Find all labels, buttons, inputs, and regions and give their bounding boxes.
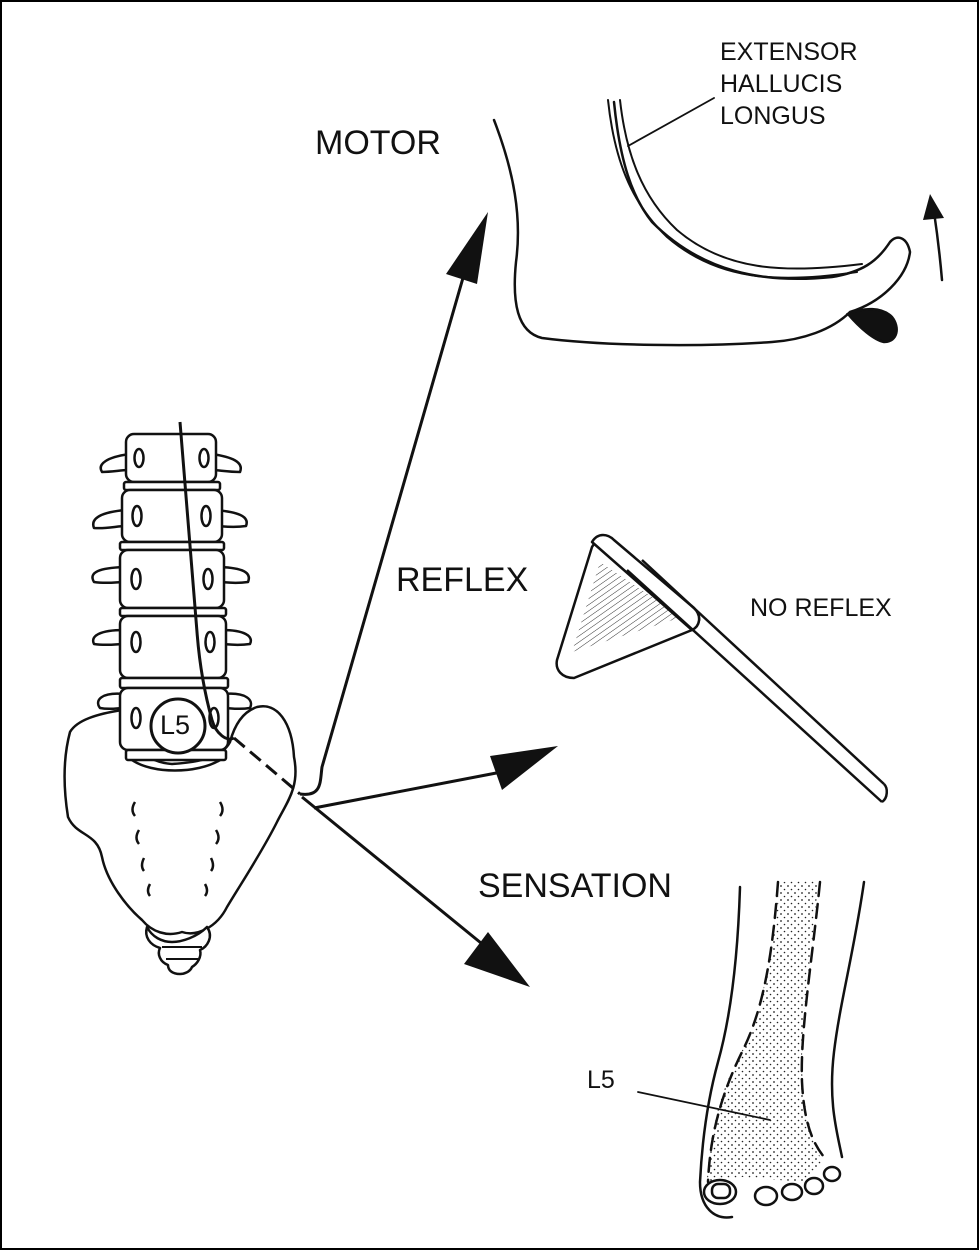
big-toe-shadow — [848, 309, 897, 342]
reflex-hammer-illustration — [557, 535, 887, 802]
foot-dorsiflexion-illustration — [494, 98, 944, 345]
vertebra-l2 — [93, 490, 246, 542]
vertebra-l3 — [92, 550, 248, 608]
label-muscle-line1: EXTENSOR — [720, 36, 858, 68]
arrow-motor-head — [446, 212, 488, 284]
label-motor: MOTOR — [315, 126, 441, 160]
label-no-reflex: NO REFLEX — [750, 596, 892, 621]
vertebra-l1 — [101, 434, 241, 482]
label-sensation: SENSATION — [478, 869, 672, 903]
arrow-sensation-head — [464, 932, 530, 987]
label-dermatome-l5: L5 — [587, 1068, 615, 1093]
label-muscle-line3: LONGUS — [720, 100, 858, 132]
vertebra-l4 — [93, 616, 251, 678]
label-muscle: EXTENSOR HALLUCIS LONGUS — [720, 36, 858, 132]
arrow-icon — [300, 264, 467, 794]
label-muscle-line2: HALLUCIS — [720, 68, 858, 100]
label-vertebra-l5: L5 — [160, 712, 190, 739]
label-reflex: REFLEX — [396, 563, 528, 597]
foot-dermatome-illustration — [638, 880, 864, 1217]
arrow-reflex-head — [490, 746, 558, 790]
